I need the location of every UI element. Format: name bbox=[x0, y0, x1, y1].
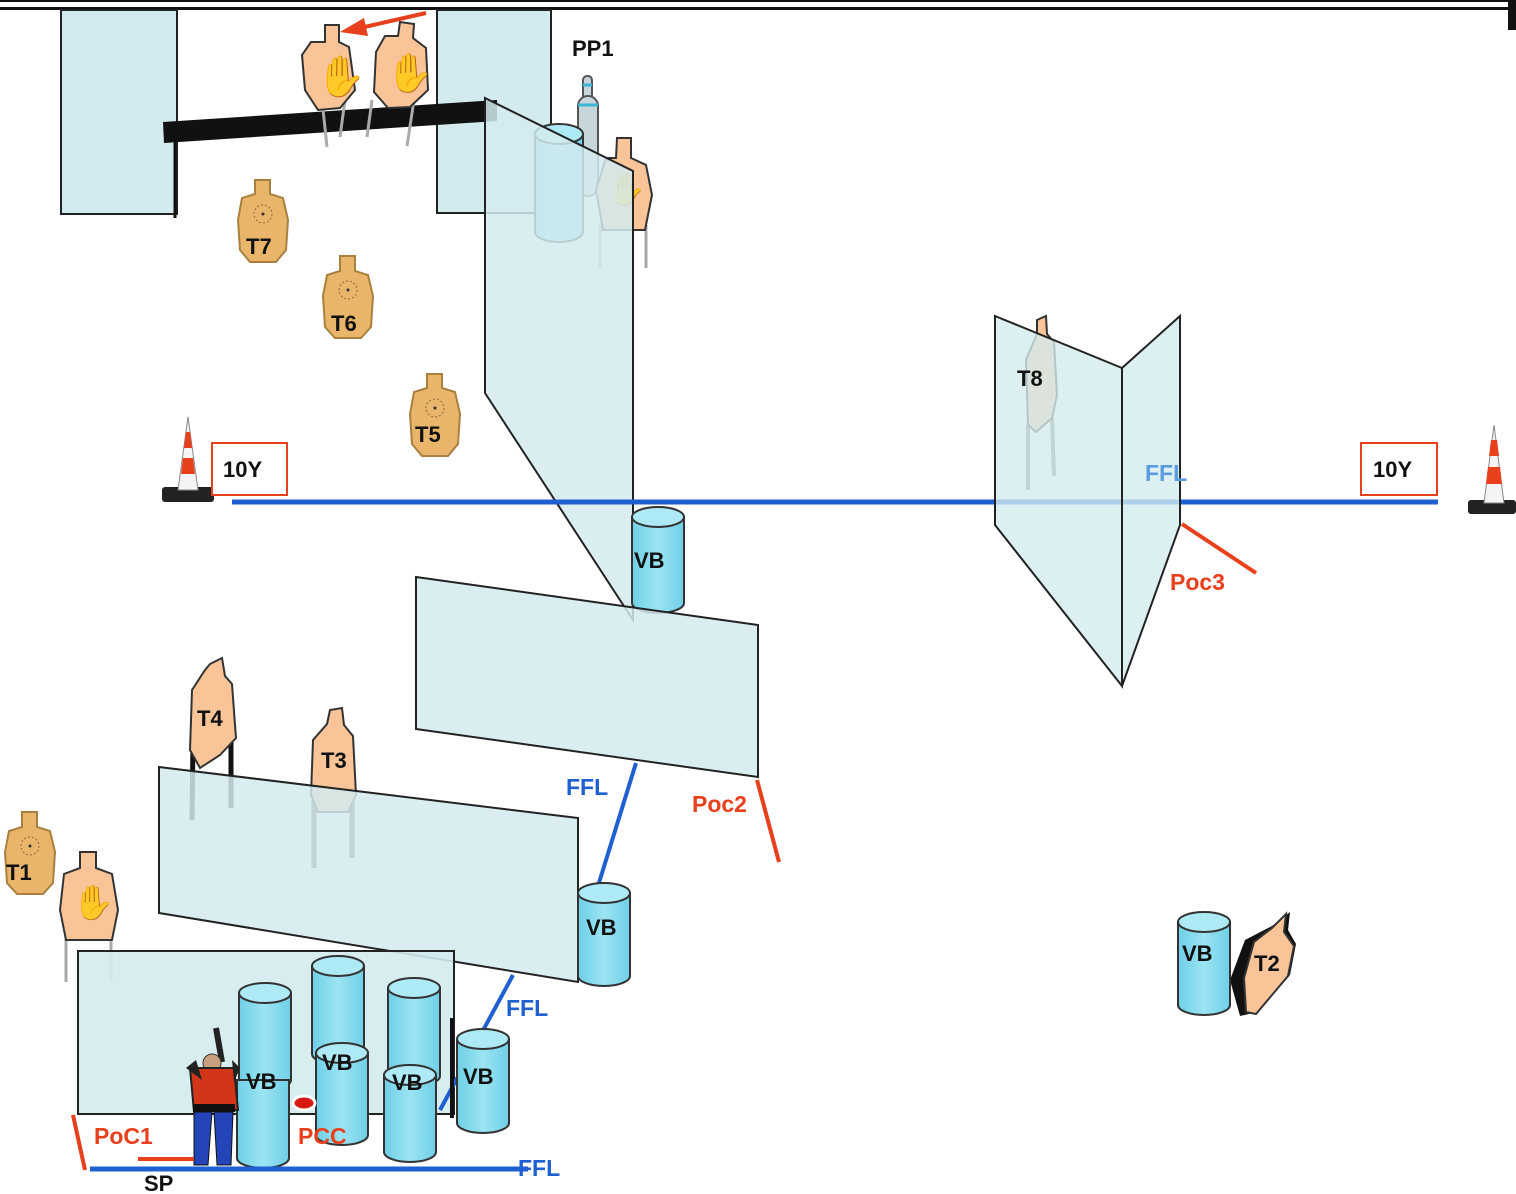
vb-label-cluster-d: VB bbox=[463, 1064, 494, 1089]
poc1-label: PoC1 bbox=[94, 1123, 153, 1149]
target-t8-label: T8 bbox=[1017, 366, 1043, 391]
sp-label: SP bbox=[144, 1171, 173, 1194]
vb-label-mid: VB bbox=[586, 915, 617, 940]
target-t2 bbox=[1230, 911, 1296, 1016]
v-wall-left-panel bbox=[994, 314, 1123, 689]
ffl-label-top: FFL bbox=[1145, 460, 1187, 486]
target-t4-label: T4 bbox=[197, 706, 223, 731]
target-t3-label: T3 bbox=[321, 748, 347, 773]
stop-hand-icon: ✋ bbox=[316, 53, 366, 99]
mover-direction-arrow bbox=[340, 11, 427, 36]
stop-hand-icon: ✋ bbox=[386, 51, 433, 95]
wall-center bbox=[415, 575, 759, 779]
ten-yard-sign-left bbox=[211, 442, 288, 496]
cone-left-icon bbox=[162, 416, 214, 502]
stop-hand-icon: ✋ bbox=[72, 883, 114, 922]
vb-label-cluster-b: VB bbox=[322, 1050, 353, 1075]
ten-yard-label-left: 10Y bbox=[223, 457, 262, 482]
vb-label-center: VB bbox=[634, 548, 665, 573]
wall-diagonal-top bbox=[484, 96, 634, 624]
v-wall-right-panel bbox=[1121, 313, 1181, 687]
ffl-label-lower: FFL bbox=[506, 995, 548, 1021]
barrel-center bbox=[631, 506, 685, 614]
target-t6 bbox=[321, 255, 375, 339]
barrel-mid bbox=[577, 882, 631, 987]
shooter-figure bbox=[186, 1027, 240, 1166]
target-t5-label: T5 bbox=[415, 422, 441, 447]
target-t1-label: T1 bbox=[6, 860, 32, 885]
vb-label-cluster-c: VB bbox=[392, 1070, 423, 1095]
target-t1 bbox=[3, 811, 57, 895]
wall-top-left bbox=[60, 9, 178, 215]
pcc-marker bbox=[291, 1094, 317, 1112]
barrel-right bbox=[1177, 911, 1231, 1016]
vb-label-cluster-a: VB bbox=[246, 1069, 277, 1094]
ten-yard-label-right: 10Y bbox=[1373, 457, 1412, 482]
poc3-label: Poc3 bbox=[1170, 569, 1225, 595]
mover-target-left: ✋ bbox=[300, 24, 366, 148]
target-t6-label: T6 bbox=[331, 311, 357, 336]
ten-yard-sign-right bbox=[1360, 442, 1438, 496]
poc2-line bbox=[755, 779, 781, 863]
mover-target-right: ✋ bbox=[365, 20, 433, 147]
poc1-line-vertical bbox=[71, 1114, 87, 1171]
target-t2-label: T2 bbox=[1254, 951, 1280, 976]
ffl-label-mid: FFL bbox=[566, 774, 608, 800]
wall-lower-left bbox=[158, 765, 579, 984]
vb-label-right: VB bbox=[1182, 941, 1213, 966]
poc2-label: Poc2 bbox=[692, 791, 747, 817]
ffl-label-bottom: FFL bbox=[518, 1155, 560, 1181]
poc3-line bbox=[1180, 522, 1258, 575]
pcc-label: PCC bbox=[298, 1123, 347, 1149]
target-t7-label: T7 bbox=[246, 234, 272, 259]
cone-right-icon bbox=[1468, 424, 1516, 514]
target-t5 bbox=[408, 373, 462, 457]
pp1-label: PP1 bbox=[572, 36, 614, 61]
no-shoot-target-left: ✋ bbox=[58, 851, 120, 982]
ffl-line-mid bbox=[596, 762, 638, 887]
top-border bbox=[0, 0, 1516, 30]
barrel-cluster bbox=[236, 955, 510, 1169]
target-t7 bbox=[236, 179, 290, 263]
